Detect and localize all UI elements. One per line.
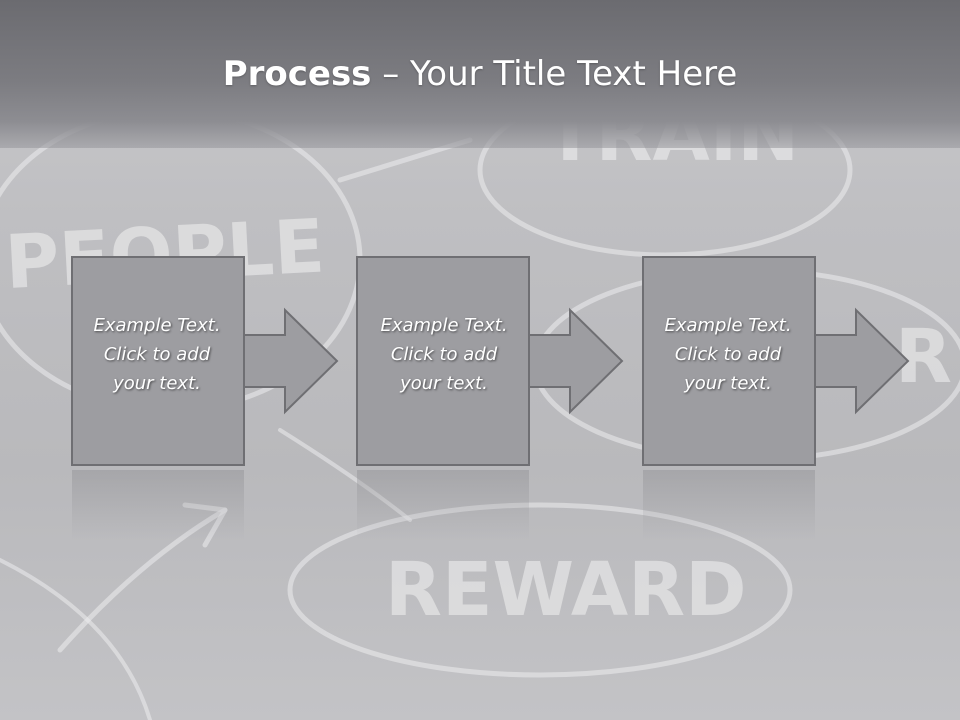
step-2-arrow (527, 307, 624, 415)
step-1-shape[interactable] (71, 256, 339, 466)
step-3-box (642, 256, 816, 466)
step-3-shape[interactable] (642, 256, 910, 466)
slide-title[interactable]: Process – Your Title Text Here (0, 52, 960, 96)
step-2-reflection (357, 470, 529, 540)
step-3-reflection (643, 470, 815, 540)
title-bold: Process (222, 54, 372, 94)
step-2-text[interactable]: Example Text. Click to add your text. (380, 315, 508, 394)
step-2-box (356, 256, 530, 466)
step-1-text[interactable]: Example Text. Click to add your text. (93, 315, 221, 394)
step-3-arrow (813, 307, 910, 415)
step-3-text[interactable]: Example Text. Click to add your text. (664, 315, 792, 394)
title-rest: – Your Title Text Here (371, 54, 738, 94)
step-2-shape[interactable] (356, 256, 624, 466)
step-1-arrow (242, 307, 339, 415)
step-1-box (71, 256, 245, 466)
title-bar: Process – Your Title Text Here (0, 0, 960, 148)
chalk-word-reward: REWARD (385, 547, 747, 633)
step-1-reflection (72, 470, 244, 540)
